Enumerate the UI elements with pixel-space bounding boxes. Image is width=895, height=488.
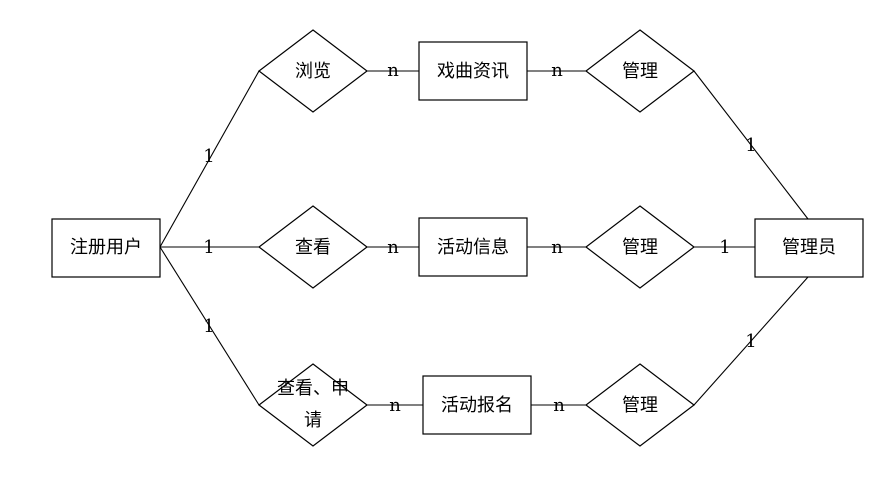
relationship-manage-top: 管理: [585, 29, 695, 113]
cardinality-user-view: 1: [203, 237, 214, 258]
entity-administrator: 管理员: [754, 218, 864, 278]
cardinality-user-apply: 1: [203, 316, 214, 337]
entity-activity-info: 活动信息: [418, 217, 528, 277]
cardinality-manage-admin-top: 1: [745, 135, 756, 156]
edge-user-apply: [159, 246, 260, 406]
relationship-label: 管理: [622, 395, 658, 416]
edge-user-browse: [159, 70, 260, 248]
edge-manage-admin-bottom: [693, 276, 809, 406]
entity-label: 活动信息: [437, 237, 509, 258]
edge-manage-admin-top: [693, 70, 809, 220]
relationship-label-line-1: 查看、申: [277, 378, 349, 399]
relationship-browse: 浏览: [258, 29, 368, 113]
entity-opera-info: 戏曲资讯: [418, 41, 528, 101]
entity-registered-user: 注册用户: [51, 218, 161, 278]
relationship-manage-middle: 管理: [585, 205, 695, 289]
entity-label: 戏曲资讯: [437, 61, 509, 82]
relationship-manage-bottom: 管理: [585, 363, 695, 447]
relationship-view-apply: 查看、申 请: [258, 363, 368, 447]
relationship-label: 查看: [295, 237, 331, 258]
relationship-label: 浏览: [295, 61, 331, 82]
cardinality-view-activity: n: [387, 237, 399, 258]
cardinality-user-browse: 1: [203, 146, 214, 167]
entity-activity-signup: 活动报名: [422, 375, 532, 435]
relationship-label-line-2: 请: [304, 410, 322, 431]
cardinality-apply-signup: n: [389, 395, 401, 416]
cardinality-opera-manage: n: [551, 60, 563, 81]
cardinality-manage-admin-bottom: 1: [745, 331, 756, 352]
relationship-label: 管理: [622, 61, 658, 82]
cardinality-signup-manage: n: [553, 395, 565, 416]
relationship-label: 管理: [622, 237, 658, 258]
relationship-view: 查看: [258, 205, 368, 289]
cardinality-labels: 1 n n 1 1 n n 1 1 n n 1: [203, 60, 756, 416]
entity-label: 活动报名: [441, 395, 513, 416]
cardinality-browse-opera: n: [387, 60, 399, 81]
cardinality-activity-manage: n: [551, 237, 563, 258]
entity-label: 管理员: [782, 237, 836, 258]
connectors: [159, 70, 809, 406]
cardinality-manage-admin-middle: 1: [719, 237, 730, 258]
entity-label: 注册用户: [70, 237, 142, 258]
